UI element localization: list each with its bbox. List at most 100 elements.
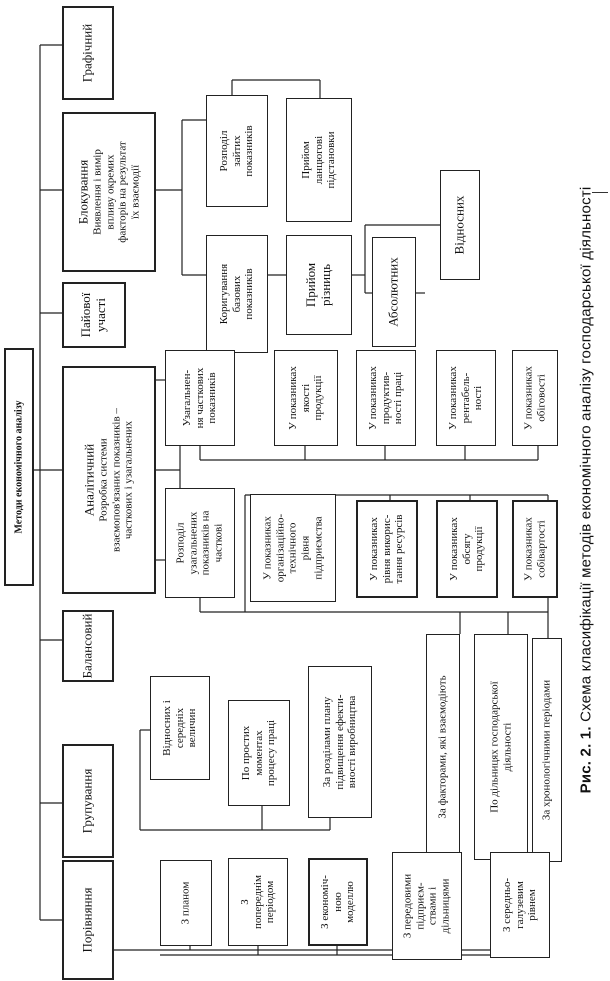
method-balance-label: Балансовий — [79, 613, 95, 679]
comparison-economic-line-2: ною — [331, 892, 344, 912]
grouping-plan-sections-line-3: вності виробництва — [346, 695, 359, 789]
analytical-distribute-line-2: узагальнених — [187, 511, 200, 575]
comparison-previous: З попереднім періодом — [228, 858, 288, 946]
block-differences-line-1: Прийом — [303, 262, 319, 308]
block-decompose-line-3: показників — [243, 125, 256, 177]
method-grouping: Групування — [62, 744, 114, 858]
block-decompose: Розподіл зайтих показників — [206, 95, 268, 207]
method-equity: Пайової участі — [62, 282, 126, 348]
comparison-industry-line-3: рівнем — [526, 889, 539, 921]
comparison-industry-line-2: галузевим — [513, 881, 526, 929]
grouping-rel-avg-line-1: Відносних і — [161, 700, 174, 756]
analytical-generalize-line-2: ня часткових — [193, 367, 206, 429]
analytical-productivity-line-3: ності праці — [392, 371, 405, 425]
root-box: Методи економічного аналізу — [4, 348, 34, 586]
comparison-economic-line-1: З економіч- — [319, 875, 332, 929]
block-decompose-line-1: Розподіл — [218, 130, 231, 172]
block-differences: Прийом різниць — [286, 235, 352, 335]
comparison-factors: За факторами, які взаємодіють — [426, 634, 460, 860]
analytical-resources-line-2: рівня викорис- — [380, 514, 393, 584]
method-analytical-title: Аналітичний — [81, 443, 97, 517]
grouping-rel-avg-line-2: середніх — [173, 707, 186, 749]
analytical-org-tech: У показниках організаційно- технічного р… — [250, 494, 336, 602]
comparison-economic-line-3: моделлю — [344, 881, 357, 923]
method-blocking: Блокування Виявлення і вимір впливу окре… — [62, 112, 156, 272]
comparison-leading-line-3: ствами і — [427, 886, 439, 926]
figure-caption-text: Схема класифікації методів економічного … — [577, 186, 595, 722]
block-chain-line-3: підстановки — [325, 131, 338, 189]
method-comparison-label: Порівняння — [79, 887, 95, 953]
analytical-distribute-line-4: часткові — [212, 523, 225, 563]
method-equity-line-2: участі — [93, 298, 108, 332]
comparison-leading-line-2: підприєм- — [414, 882, 427, 930]
method-analytical-line-2: взаємопов'язаних показників – — [110, 408, 123, 552]
block-decompose-line-2: зайтих — [230, 135, 243, 167]
analytical-cost-line-1: У показниках — [522, 517, 535, 581]
corner-mark — [592, 192, 608, 193]
analytical-cost-line-2: собівартості — [535, 520, 547, 578]
method-comparison: Порівняння — [62, 860, 114, 980]
analytical-productivity-line-2: продуктив- — [379, 371, 392, 425]
comparison-previous-line-2: попереднім — [251, 875, 264, 929]
method-graphical: Графічний — [62, 6, 114, 100]
grouping-rel-avg-line-3: величин — [186, 708, 199, 748]
comparison-economic: З економіч- ною моделлю — [308, 858, 368, 946]
analytical-org-tech-line-4: рівня — [299, 535, 312, 561]
comparison-leading-line-4: дільницями — [439, 878, 452, 934]
comparison-factors-label: За факторами, які взаємодіють — [436, 675, 449, 819]
block-adjust: Коригування базових показників — [206, 235, 268, 353]
grouping-simple-line-3: процесу праці — [265, 719, 278, 787]
comparison-industry: З середньо- галузевим рівнем — [490, 852, 550, 958]
comparison-previous-line-1: З — [239, 899, 252, 905]
analytical-distribute-line-1: Розподіл — [174, 522, 187, 564]
analytical-quality: У показниках якості продукції — [274, 350, 338, 446]
analytical-cost: У показниках собівартості — [512, 500, 558, 598]
method-blocking-title: Блокування — [75, 159, 91, 225]
analytical-generalize-line-1: Узагальнен- — [181, 369, 194, 427]
grouping-plan-sections-line-2: підвищення ефекти- — [333, 694, 346, 790]
method-blocking-line-1: Виявлення і вимір — [91, 149, 104, 235]
analytical-volume-line-2: обсягу — [460, 533, 473, 565]
block-chain-line-2: ланцюгові — [312, 135, 325, 185]
analytical-org-tech-line-1: У показниках — [261, 516, 274, 580]
block-differences-line-2: різниць — [318, 263, 333, 307]
method-analytical-line-3: часткових і узагальнених — [122, 420, 135, 540]
method-grouping-label: Групування — [79, 768, 95, 834]
method-graphical-label: Графічний — [79, 23, 95, 83]
analytical-turnover-line-2: обіговості — [535, 374, 547, 422]
comparison-previous-line-3: періодом — [264, 880, 277, 924]
block-relative: Відносних — [440, 170, 480, 280]
block-absolute: Абсолютних — [372, 237, 416, 347]
block-adjust-line-2: базових — [230, 275, 243, 313]
block-relative-label: Відносних — [451, 195, 467, 255]
analytical-distribute-line-3: показників на — [200, 510, 212, 576]
method-blocking-line-2: впливу окремих — [103, 154, 116, 230]
analytical-quality-line-1: У показниках — [287, 366, 300, 430]
analytical-resources-line-3: тання ресурсів — [393, 514, 406, 584]
block-chain: Прийом ланцюгові підстановки — [286, 98, 352, 222]
block-absolute-label: Абсолютних — [385, 257, 401, 327]
grouping-simple-line-2: моментах — [252, 730, 265, 776]
analytical-org-tech-line-5: підприємства — [311, 516, 324, 580]
analytical-distribute: Розподіл узагальнених показників на част… — [165, 488, 235, 598]
figure-caption-prefix: Рис. 2. 1. — [577, 726, 595, 794]
grouping-plan-sections: За розділами плану підвищення ефекти- вн… — [308, 666, 372, 818]
comparison-plan-label: З планом — [179, 881, 192, 925]
method-balance: Балансовий — [62, 610, 114, 682]
analytical-profitability-line-2: рентабель- — [459, 372, 472, 424]
analytical-productivity-line-1: У показниках — [367, 366, 380, 430]
block-adjust-line-3: показників — [243, 268, 256, 320]
analytical-quality-line-2: якості — [299, 383, 312, 413]
block-chain-line-1: Прийом — [300, 141, 313, 179]
method-analytical: Аналітичний Розробка системи взаємопов'я… — [62, 366, 156, 594]
analytical-generalize: Узагальнен- ня часткових показників — [165, 350, 235, 446]
analytical-profitability: У показниках рентабель- ності — [436, 350, 496, 446]
method-equity-line-1: Пайової — [78, 292, 94, 338]
analytical-turnover: У показниках обіговості — [512, 350, 558, 446]
comparison-industry-line-1: З середньо- — [501, 877, 514, 933]
method-blocking-line-3: факторів на результат — [116, 141, 129, 243]
analytical-volume: У показниках обсягу продукції — [436, 500, 498, 598]
comparison-periods: За хронологічними періодами — [532, 638, 562, 862]
figure-caption: Рис. 2. 1. Схема класифікації методів ек… — [578, 187, 595, 794]
comparison-sections-line-1: По дільницях господарської — [488, 681, 501, 813]
